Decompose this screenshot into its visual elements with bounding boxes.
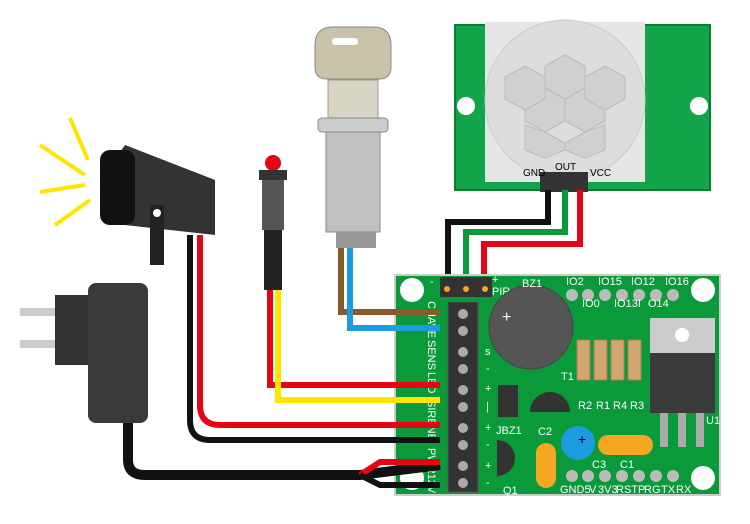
terminal-label-sens: SENS	[425, 340, 437, 370]
indicator-led	[259, 155, 287, 290]
controller-board: - + PIR CHAVE SENS LED SIRENE PWR12V s -…	[394, 274, 721, 497]
pin-label: RSTP	[616, 484, 645, 496]
pir-sensor-module: GND OUT VCC	[454, 19, 711, 192]
pin-label: IO0	[582, 298, 600, 310]
polarity-label: +	[485, 383, 491, 395]
q1-label: Q1	[503, 485, 518, 497]
resistor-label: R1	[596, 400, 610, 412]
polarity-label: -	[486, 477, 490, 489]
pir-plus-label: +	[492, 274, 498, 286]
pin-label: IO12	[631, 276, 655, 288]
pir-pin-out: OUT	[555, 162, 576, 173]
polarity-label: +	[485, 460, 491, 472]
polarity-label: s	[485, 346, 491, 358]
polarity-label: -	[486, 439, 490, 451]
pir-minus-label: -	[430, 276, 434, 288]
c1-label: C1	[620, 459, 634, 471]
pin-label: IO13I	[614, 298, 641, 310]
pir-pin-vcc: VCC	[590, 168, 611, 179]
polarity-label: |	[486, 401, 489, 413]
pin-label: O14	[648, 298, 669, 310]
pir-pin-gnd: GND	[523, 168, 545, 179]
capacitor-c1	[598, 435, 653, 455]
c2-label: C2	[538, 426, 552, 438]
pin-label: IO2	[566, 276, 584, 288]
terminal-label-key: CHAVE	[425, 301, 437, 338]
pin-label: IO16	[665, 276, 689, 288]
buzzer-label: BZ1	[522, 278, 542, 290]
resistor-label: R4	[613, 400, 627, 412]
pin-label: RG	[644, 484, 661, 496]
key-switch	[314, 26, 392, 248]
capacitor-c2	[536, 443, 556, 488]
c3-plus-mark: +	[578, 431, 586, 447]
resistor-label: R2	[578, 400, 592, 412]
pin-label: V	[589, 484, 597, 496]
power-adapter	[20, 283, 148, 423]
pir-wires	[445, 190, 583, 280]
polarity-label: +	[485, 422, 491, 434]
jumper	[498, 385, 518, 417]
terminal-label-siren: SIRENE	[425, 400, 437, 441]
buzzer-plus-mark: +	[502, 309, 511, 326]
transistor-q1	[497, 440, 515, 476]
pin-label: RX	[676, 484, 692, 496]
pin-label: TX	[661, 484, 676, 496]
siren	[38, 117, 215, 265]
transistor-t1	[530, 392, 570, 412]
buzzer	[488, 284, 574, 370]
pin-label: IO15	[598, 276, 622, 288]
pin-label: 3V3	[598, 484, 618, 496]
polarity-label: -	[486, 363, 490, 375]
regulator-label: U1	[706, 415, 720, 427]
jumper-label: JBZ1	[496, 425, 522, 437]
pin-label: GND5	[560, 484, 591, 496]
c3-label: C3	[592, 459, 606, 471]
capacitor-c3	[561, 426, 595, 460]
device-wires	[123, 235, 441, 488]
resistor-label: R3	[630, 400, 644, 412]
t1-label: T1	[561, 371, 574, 383]
